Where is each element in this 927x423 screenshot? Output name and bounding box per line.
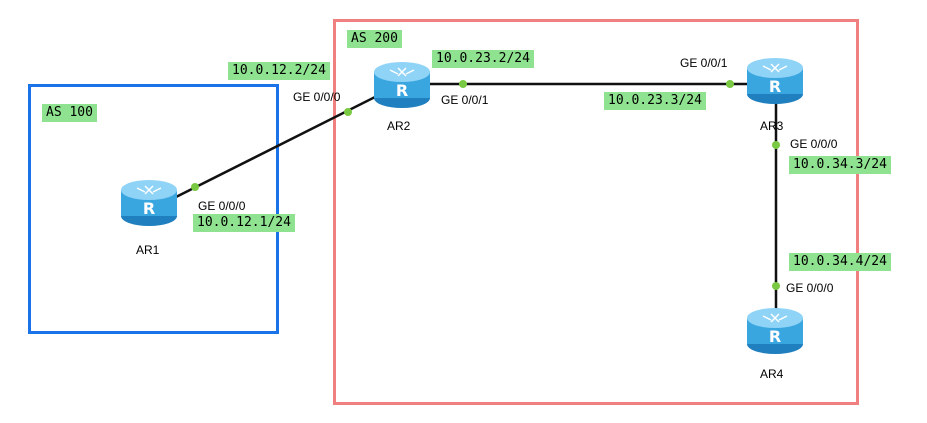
router-label-ar4: AR4 [760, 367, 784, 381]
svg-text:R: R [769, 77, 781, 96]
svg-text:R: R [769, 327, 781, 346]
port-dot-ar3-ge000 [772, 141, 780, 149]
svg-text:R: R [143, 199, 155, 218]
router-icon[interactable]: R [745, 54, 805, 106]
as100-label: AS 100 [42, 104, 97, 122]
as200-label: AS 200 [347, 30, 402, 48]
ip-tag-ar3-ge001: 10.0.23.3/24 [604, 92, 706, 110]
router-label-ar2: AR2 [387, 119, 411, 133]
port-label-ar3-ge000: GE 0/0/0 [790, 137, 838, 151]
port-label-ar2-ge000: GE 0/0/0 [293, 90, 341, 104]
as200-area [333, 19, 859, 405]
ip-tag-ar4-ge000: 10.0.34.4/24 [789, 253, 891, 271]
router-label-ar3: AR3 [760, 119, 784, 133]
port-label-ar4-ge000: GE 0/0/0 [786, 281, 834, 295]
svg-text:R: R [396, 81, 408, 100]
port-label-ar3-ge001: GE 0/0/1 [680, 56, 728, 70]
port-dot-ar2-ge001 [459, 80, 467, 88]
router-icon[interactable]: R [119, 176, 179, 228]
port-dot-ar4-ge000 [772, 282, 780, 290]
port-dot-ar3-ge001 [726, 80, 734, 88]
router-icon[interactable]: R [745, 304, 805, 356]
port-dot-ar1-ge000 [191, 183, 199, 191]
ip-tag-ar3-ge000: 10.0.34.3/24 [789, 156, 891, 174]
port-dot-ar2-ge000 [344, 108, 352, 116]
ip-tag-ar2-ge001: 10.0.23.2/24 [432, 50, 534, 68]
link-ar1-ar2 [169, 90, 386, 202]
as100-area [28, 84, 279, 334]
ip-tag-ar1-ge000: 10.0.12.1/24 [193, 214, 295, 232]
router-label-ar1: AR1 [136, 243, 160, 257]
port-label-ar1-ge000: GE 0/0/0 [198, 199, 246, 213]
ip-tag-ar2-ge000: 10.0.12.2/24 [228, 62, 330, 80]
port-label-ar2-ge001: GE 0/0/1 [441, 93, 489, 107]
router-icon[interactable]: R [372, 58, 432, 110]
